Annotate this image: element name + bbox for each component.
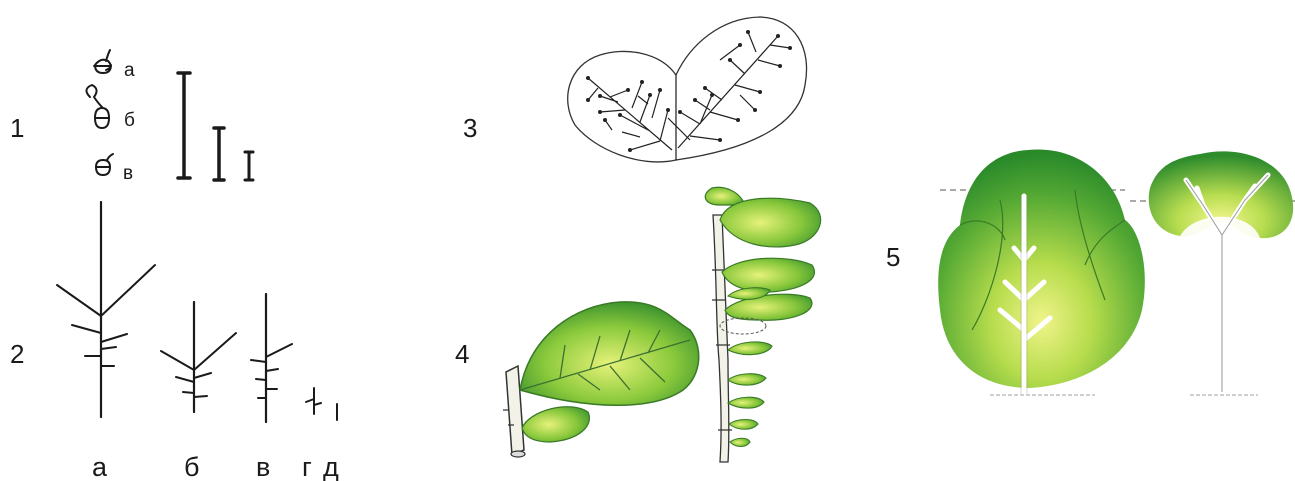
tree-oval-crown	[938, 149, 1145, 395]
bud-icon-b	[86, 85, 109, 128]
panel-3-number: 3	[463, 113, 477, 143]
panel-2-label-e: д	[323, 452, 339, 481]
bud-icon-a	[94, 50, 111, 73]
branch-scheme-b	[161, 302, 236, 412]
panel-2: 2 а б в г д	[10, 202, 339, 481]
crown-outline-pair	[568, 17, 807, 162]
panel-2-label-c: в	[256, 452, 270, 481]
shoot-length-bars	[178, 73, 253, 180]
bud-icon-c	[96, 154, 113, 175]
panel-4: 4	[455, 187, 821, 462]
shoot-with-leaves	[705, 187, 820, 462]
large-leaf	[520, 302, 699, 405]
panel-2-label-a: а	[92, 452, 108, 481]
panel-3: 3	[463, 17, 807, 162]
branch-scheme-c	[251, 294, 292, 422]
panel-5-number: 5	[886, 242, 900, 272]
panel-5: 5	[886, 149, 1295, 395]
panel-2-label-d: г	[302, 452, 312, 481]
panel-2-number: 2	[10, 339, 24, 369]
branch-scheme-a	[57, 202, 155, 417]
panel-1-number: 1	[10, 113, 24, 143]
panel-1-label-c: в	[123, 163, 133, 184]
panel-1-label-a: а	[124, 60, 135, 81]
panel-1-label-b: б	[124, 110, 135, 131]
branch-scheme-d	[306, 388, 321, 414]
tree-spreading-crown	[1149, 151, 1293, 395]
panel-2-label-b: б	[184, 452, 199, 481]
leaf-twig-left	[503, 302, 699, 457]
panel-4-number: 4	[455, 339, 469, 369]
small-leaf	[522, 407, 589, 442]
panel-1: 1 а б в	[10, 50, 253, 184]
branch-tip-dots	[586, 30, 792, 152]
